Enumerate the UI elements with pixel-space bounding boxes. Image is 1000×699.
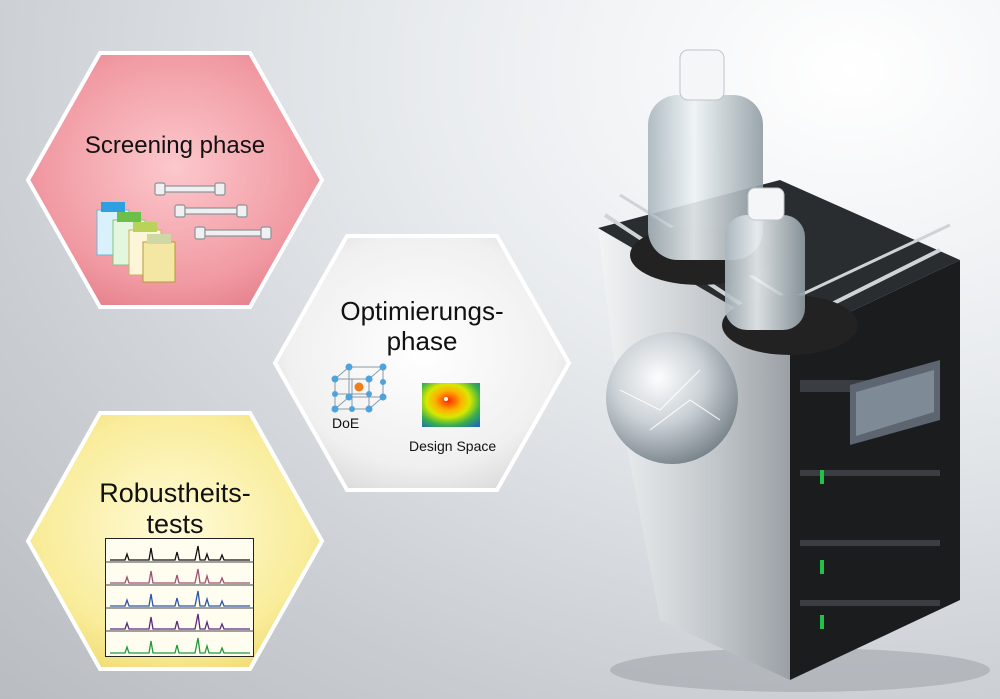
robustness-title-line2: tests <box>146 509 204 540</box>
stacked-chromatograms-icon <box>105 538 254 657</box>
design-space-label: Design Space <box>409 438 497 454</box>
optimization-phase-title: Optimierungs- phase <box>272 296 572 357</box>
design-space-heatmap-icon <box>422 383 480 427</box>
doe-label: DoE <box>332 415 360 431</box>
robustness-title-line1: Robustheits- <box>99 478 251 508</box>
doe-cube-icon <box>331 363 387 413</box>
robustness-tests-title: Robustheits- tests <box>25 478 325 540</box>
optimization-phase-hexagon: Optimierungs- phase DoE <box>272 233 572 493</box>
screening-phase-title: Screening phase <box>84 132 266 159</box>
optimization-title-line2: phase <box>386 325 458 356</box>
vials-icon <box>96 202 176 283</box>
hplc-columns-icon <box>154 182 272 240</box>
screening-phase-hexagon: Screening phase <box>25 50 325 310</box>
robustness-tests-hexagon: Robustheits- tests <box>25 410 325 672</box>
optimization-title-line1: Optimierungs- <box>340 296 504 326</box>
optimization-hexagon-shape <box>272 234 572 492</box>
